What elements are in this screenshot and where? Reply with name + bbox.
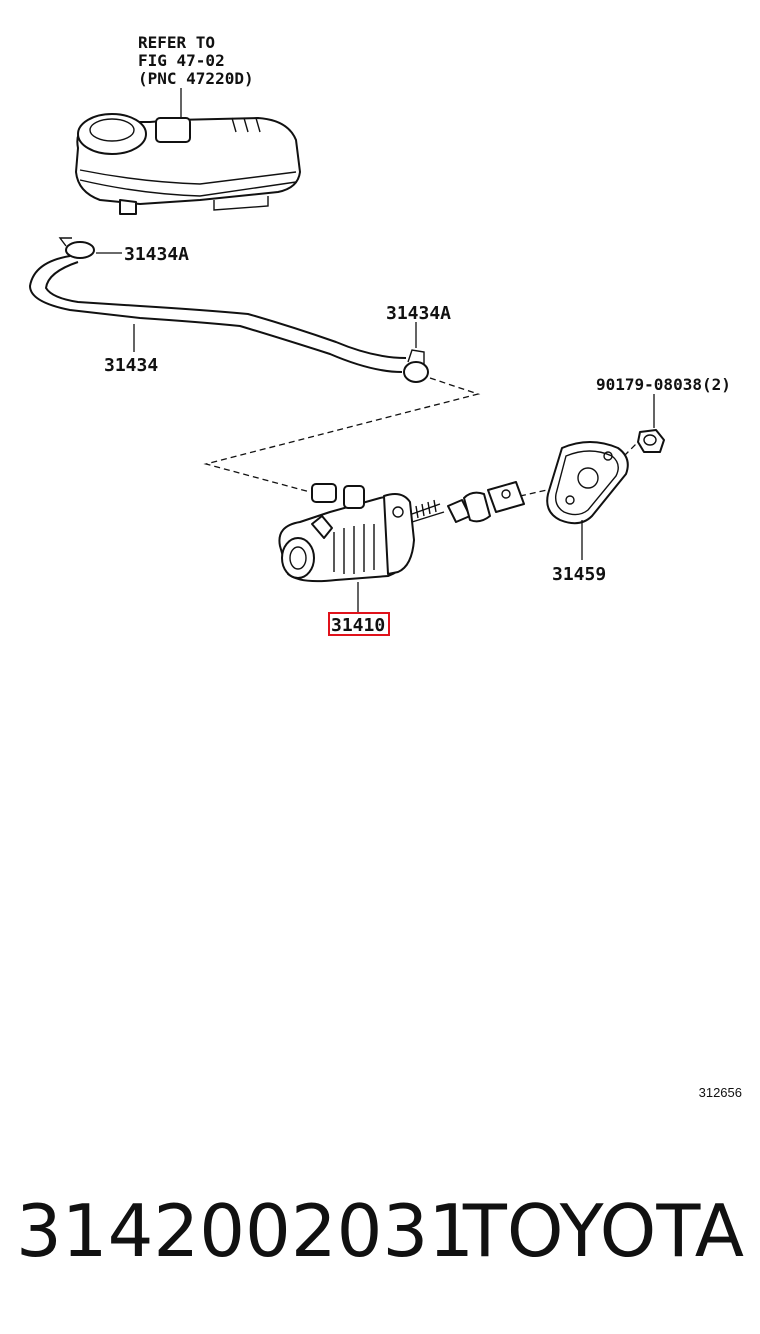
- inlet-fitting: [343, 485, 365, 509]
- callout-clamp-lower: 31434A: [386, 303, 451, 324]
- push-rod-boot: [463, 491, 491, 523]
- reservoir-seam: [79, 169, 297, 185]
- clevis-pin-hole: [501, 489, 511, 499]
- callout-bolt: 90179-08038(2): [596, 375, 731, 394]
- inlet-nipple: [311, 483, 337, 503]
- cylinder-port-bore: [289, 546, 307, 570]
- reservoir-neck: [155, 117, 191, 143]
- reservoir-cap: [77, 113, 147, 155]
- hose-upper-edge: [28, 255, 403, 373]
- reservoir-tank: [75, 113, 301, 215]
- callout-highlight-box: [328, 612, 390, 636]
- reference-note-line-3: (PNC 47220D): [138, 69, 254, 88]
- callout-gasket: 31459: [552, 564, 606, 585]
- cylinder-flange: [383, 493, 415, 575]
- footer-brand: TOYOTA: [462, 1189, 744, 1273]
- gasket-bolt-hole-bottom: [565, 495, 575, 505]
- gasket-part: 31459: [546, 441, 629, 585]
- reservoir-seam-2: [79, 179, 297, 197]
- bolt-part: 90179-08038(2): [596, 375, 731, 453]
- gasket-inner-edge: [554, 450, 619, 516]
- cylinder-outlet-port: [281, 537, 315, 579]
- bolt-hole: [643, 434, 657, 446]
- reference-note: REFER TO FIG 47-02 (PNC 47220D): [138, 33, 254, 120]
- clamp-lower-tab: [407, 349, 425, 364]
- callout-clamp-upper: 31434A: [124, 244, 189, 265]
- clamp-lower-band: [403, 361, 429, 383]
- hose-lower-edge: [44, 261, 407, 359]
- bolt-head: [637, 429, 665, 453]
- hose-clamp-lower: 31434A: [386, 303, 451, 383]
- clevis: [487, 481, 525, 513]
- gasket-center-hole: [577, 467, 599, 489]
- reservoir-outlet: [119, 199, 137, 215]
- hose-clamp-upper: 31434A: [58, 237, 189, 265]
- clamp-upper-band: [65, 241, 95, 259]
- clutch-master-cylinder: 31410: [278, 481, 525, 636]
- reference-note-line-1: REFER TO: [138, 33, 215, 52]
- reservoir-ribs: [231, 117, 261, 133]
- bleeder-fitting: [311, 515, 333, 539]
- reference-note-line-2: FIG 47-02: [138, 51, 225, 70]
- assembly-line-hose: [203, 377, 481, 493]
- reservoir-mount: [213, 196, 269, 211]
- clamp-upper-tab: [58, 237, 72, 247]
- cylinder-boot-ribs: [333, 524, 375, 574]
- footer-part-number: 3142002031: [16, 1189, 474, 1273]
- flange-bolt-hole: [392, 506, 404, 518]
- stud-thread: [415, 499, 437, 519]
- reservoir-hose: 31434: [28, 255, 407, 376]
- callout-master-cylinder: 31410: [331, 615, 385, 636]
- figure-id: 312656: [699, 1085, 742, 1100]
- gasket-bolt-hole-top: [603, 451, 613, 461]
- reservoir-cap-ridge: [89, 118, 135, 142]
- callout-hose: 31434: [104, 355, 158, 376]
